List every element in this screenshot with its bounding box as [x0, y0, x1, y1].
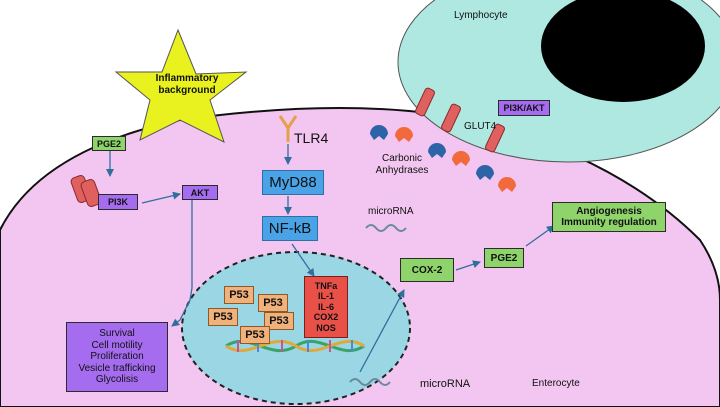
cytokine-nos: NOS [316, 322, 336, 333]
outcome-cell-motility: Cell motility [91, 339, 143, 351]
inflammatory-line-2: background [158, 84, 216, 96]
p53-box: P53 [224, 286, 254, 304]
lymphocyte-nucleus [541, 0, 705, 102]
outcome-survival: Survival [99, 328, 135, 340]
tlr4-label: TLR4 [294, 130, 329, 146]
carbonic-line-1: Carbonic [381, 153, 423, 164]
inflammatory-line-1: Inflammatory [155, 73, 219, 84]
pge2-receptor-icon [70, 175, 102, 207]
cytokine-il6: IL-6 [317, 301, 334, 312]
tlr4-receptor-icon [278, 115, 298, 142]
microrna-top-label: microRNA [368, 206, 414, 217]
cytokines-box: TNFa IL-1 IL-6 COX2 NOS [304, 276, 348, 338]
myd88-box: MyD88 [262, 170, 324, 195]
p53-box: P53 [208, 308, 238, 326]
pge2-right-box: PGE2 [484, 248, 524, 268]
enterocyte-label: Enterocyte [532, 378, 580, 389]
akt-box: AKT [182, 185, 218, 200]
cox2-box: COX-2 [400, 258, 454, 282]
p53-box: P53 [264, 312, 294, 330]
angiogenesis-box: Angiogenesis Immunity regulation [552, 202, 666, 232]
nucleus [181, 251, 411, 405]
pi3k-akt-box: PI3K/AKT [498, 100, 550, 116]
p53-box: P53 [240, 326, 270, 344]
inflammatory-star [114, 28, 248, 143]
pge2-left-box: PGE2 [92, 136, 126, 151]
glut4-label: GLUT4 [464, 121, 497, 132]
cytokine-tnfa: TNFa [314, 281, 338, 292]
angiogenesis-line-2: Immunity regulation [561, 217, 657, 228]
outcome-glycolisis: Glycolisis [95, 374, 139, 386]
cytokine-cox2: COX2 [313, 312, 339, 323]
angiogenesis-line-1: Angiogenesis [576, 205, 642, 217]
microrna-top-icon [365, 224, 407, 232]
cytokine-il1: IL-1 [317, 291, 334, 302]
microrna-bottom-icon [349, 378, 391, 386]
arrows [106, 144, 555, 373]
nfkb-box: NF-kB [262, 216, 318, 241]
microrna-bottom-label: microRNA [420, 378, 471, 390]
lymphocyte-label: Lymphocyte [454, 10, 508, 21]
carbonic-line-2: Anhydrases [375, 164, 429, 176]
p53-box: P53 [258, 294, 288, 312]
carbonic-anhydrase-icons [370, 125, 516, 192]
inflammatory-label: Inflammatory background [142, 73, 232, 96]
pi3k-box: PI3K [98, 194, 138, 210]
carbonic-anhydrases-label: Carbonic Anhydrases [368, 153, 436, 176]
glut4-transporter-icon [415, 87, 505, 153]
outcome-proliferation: Proliferation [90, 351, 144, 363]
outcome-vesicle-trafficking: Vesicle trafficking [78, 362, 156, 374]
outcomes-box: Survival Cell motility Proliferation Ves… [66, 322, 168, 392]
